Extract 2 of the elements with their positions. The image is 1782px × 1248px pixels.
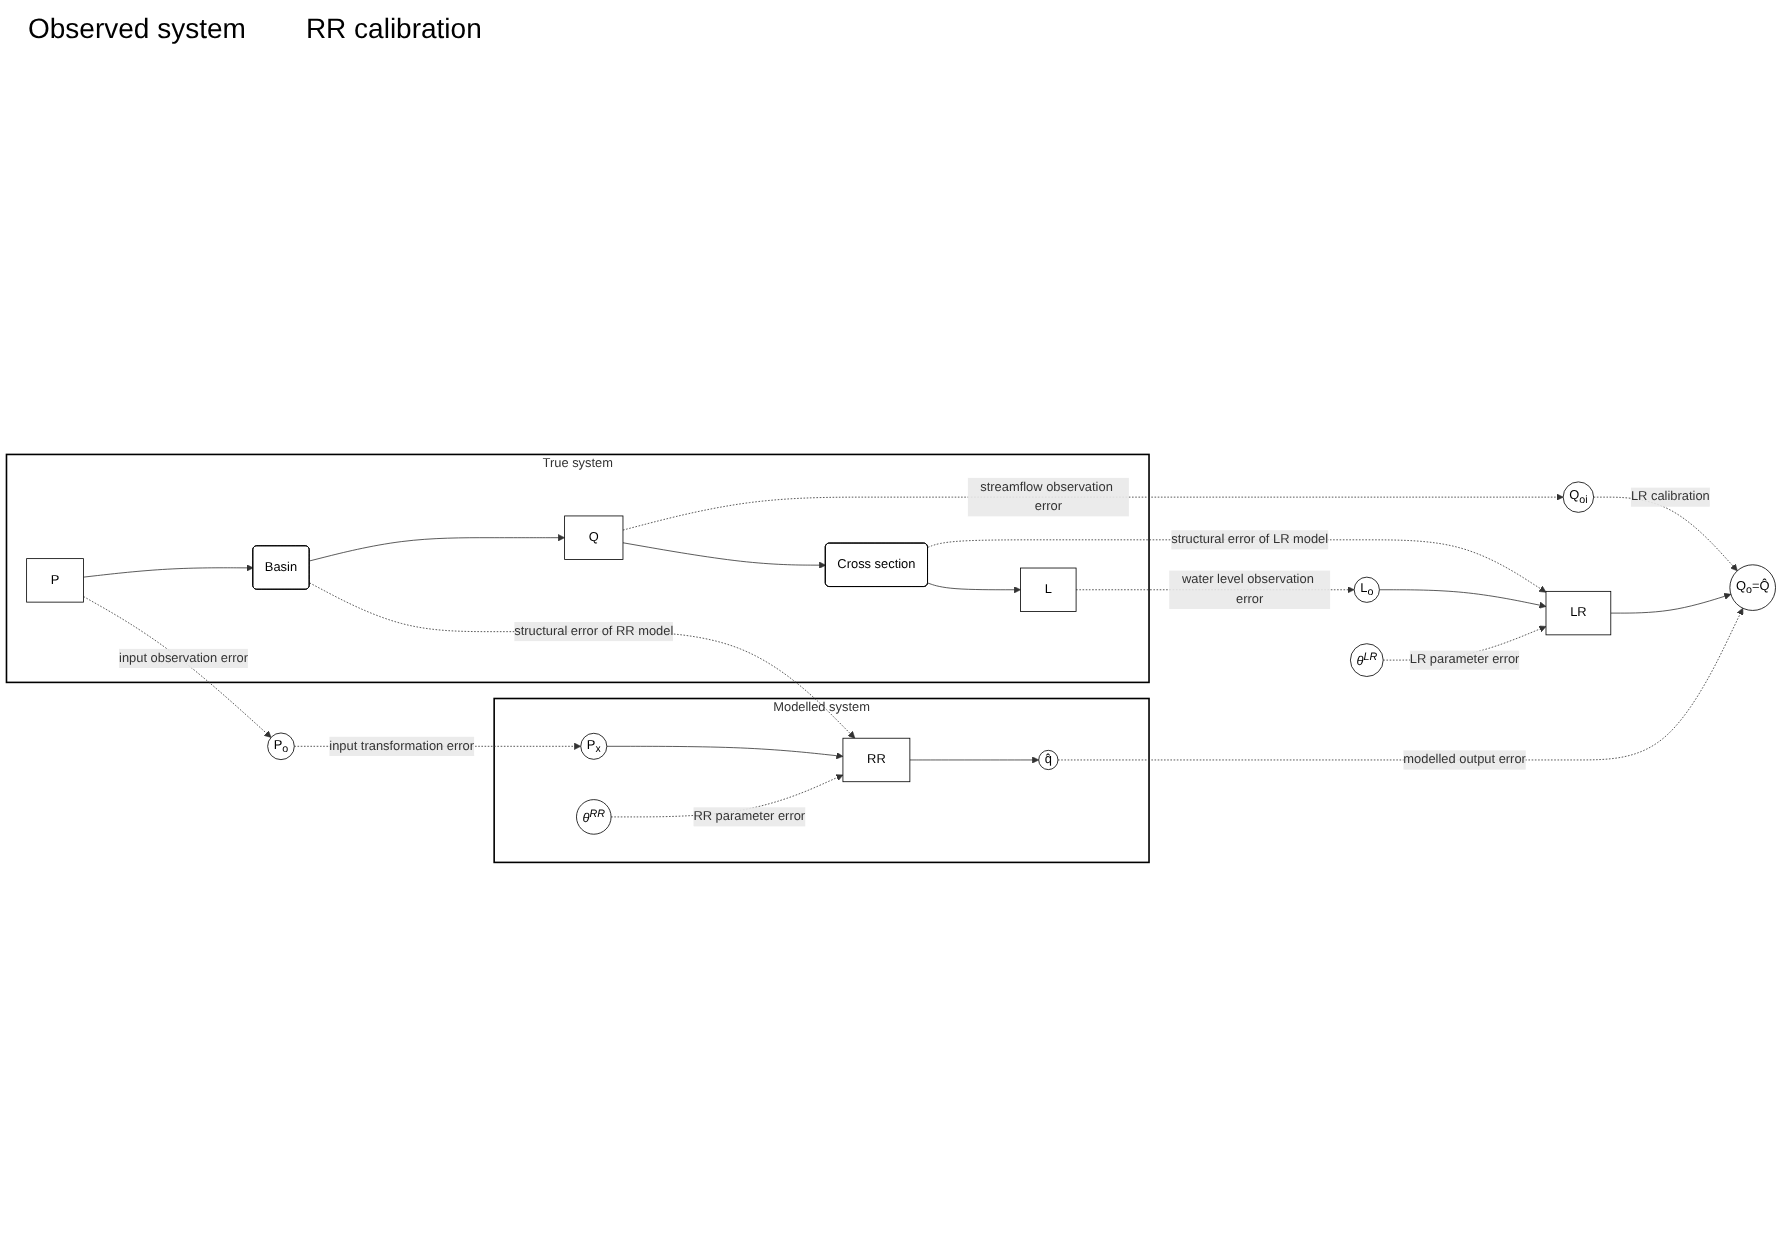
annotation-text: Observed system <box>28 12 246 48</box>
annotation-text: RR calibration <box>305 12 482 48</box>
